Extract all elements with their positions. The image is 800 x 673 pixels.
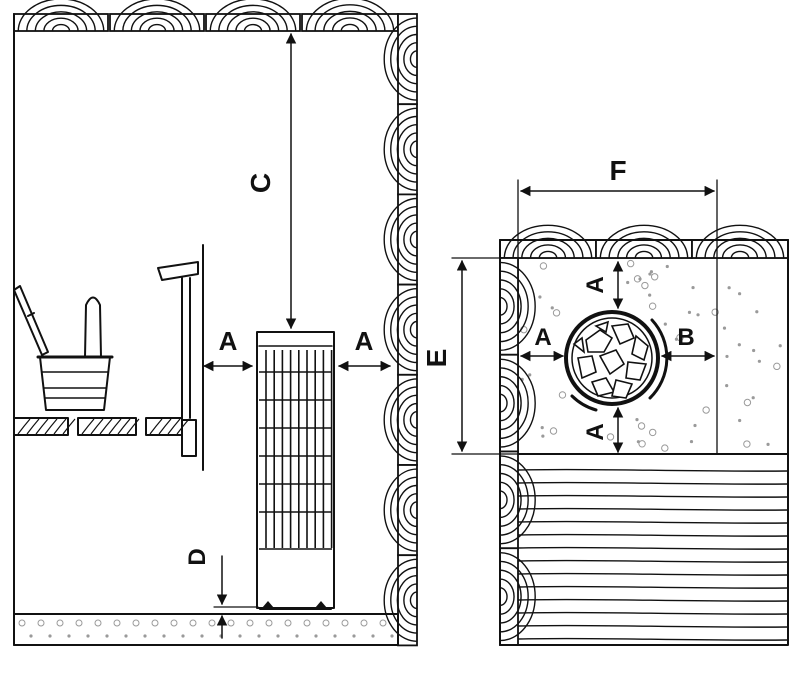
bench-planks (13, 417, 190, 436)
plan-left-planks (499, 257, 536, 646)
plan-outline (499, 239, 789, 646)
right-wall-planks (383, 13, 418, 647)
label-a-top: A (582, 276, 609, 293)
label-d: D (184, 548, 211, 565)
plan-wood-area (517, 453, 789, 641)
sauna-bucket (13, 285, 114, 411)
label-b: B (677, 324, 694, 351)
label-f: F (609, 155, 626, 186)
label-a-left: A (219, 326, 238, 356)
label-a-right: A (355, 326, 374, 356)
ceiling-planks (13, 0, 399, 32)
label-c: C (245, 173, 276, 193)
heater-top-view (564, 310, 669, 412)
plan-view: F E A A A B (421, 155, 789, 646)
label-e: E (421, 349, 452, 368)
bench-backrest (157, 244, 204, 471)
floor (13, 613, 399, 646)
heater (256, 331, 335, 610)
plan-top-planks (499, 224, 789, 259)
label-a-bottom: A (582, 423, 609, 440)
side-view: C A A D (13, 0, 418, 647)
label-a-plan-left: A (534, 324, 551, 351)
